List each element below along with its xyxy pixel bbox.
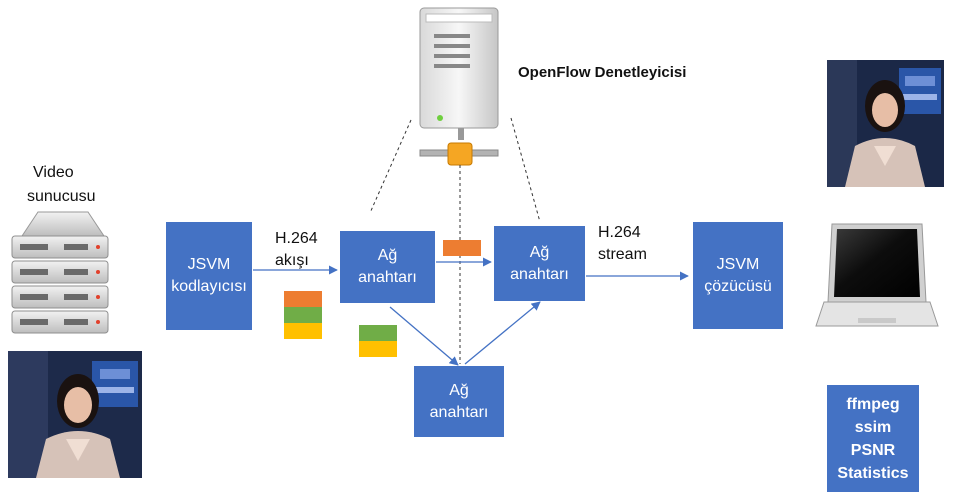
video-server-label-2: sunucusu <box>27 186 96 207</box>
controller-links <box>369 117 541 364</box>
decoder-line1: JSVM <box>716 255 760 273</box>
packet-orange-1 <box>284 291 322 307</box>
rack-server-icon <box>11 211 109 334</box>
laptop-icon <box>815 223 939 327</box>
decoder-line2: çözücüsü <box>704 277 772 295</box>
switch3-line1: Ağ <box>449 381 469 399</box>
stream-out-label: H.264 stream <box>598 222 647 266</box>
switch-box-2: Ağ anahtarı <box>494 226 585 301</box>
metrics-line-4: Statistics <box>837 464 909 482</box>
stream-out-line1: H.264 <box>598 224 641 241</box>
stream-out-line2: stream <box>598 246 647 263</box>
metrics-line-3: PSNR <box>850 441 896 459</box>
flow-arrows <box>253 257 689 366</box>
stream-in-label: H.264 akışı <box>275 228 318 272</box>
switch-box-1: Ağ anahtarı <box>340 231 435 303</box>
presenter-photo-output <box>827 60 944 187</box>
switch2-line2: anahtarı <box>510 265 569 283</box>
encoder-line2: kodlayıcısı <box>171 278 247 295</box>
metrics-box: ffmpeg ssim PSNR Statistics <box>827 385 919 492</box>
switch1-line1: Ağ <box>377 247 398 264</box>
packet-yellow-1 <box>284 323 322 339</box>
switch3-line2: anahtarı <box>429 403 489 421</box>
encoder-line1: JSVM <box>187 256 231 273</box>
stream-in-line2: akışı <box>275 252 309 269</box>
packet-orange-2 <box>443 240 481 256</box>
video-server-label-line2: sunucusu <box>27 188 96 205</box>
video-server-label: Video <box>33 162 74 183</box>
presenter-photo-source <box>8 351 142 478</box>
metrics-line-2: ssim <box>854 418 892 436</box>
controller-title: OpenFlow Denetleyicisi <box>518 64 687 81</box>
decoder-box: JSVM çözücüsü <box>693 222 783 329</box>
switch1-line2: anahtarı <box>358 269 417 286</box>
switch-box-3: Ağ anahtarı <box>414 366 504 437</box>
packet-yellow-2 <box>359 341 397 357</box>
video-server-label-line1: Video <box>33 164 74 181</box>
metrics-line-1: ffmpeg <box>846 395 900 413</box>
controller-server-icon <box>419 7 499 166</box>
encoder-box: JSVM kodlayıcısı <box>166 222 252 330</box>
packet-green-2 <box>359 325 397 341</box>
switch2-line1: Ağ <box>529 243 550 261</box>
stream-in-line1: H.264 <box>275 230 318 247</box>
packet-green-1 <box>284 307 322 323</box>
